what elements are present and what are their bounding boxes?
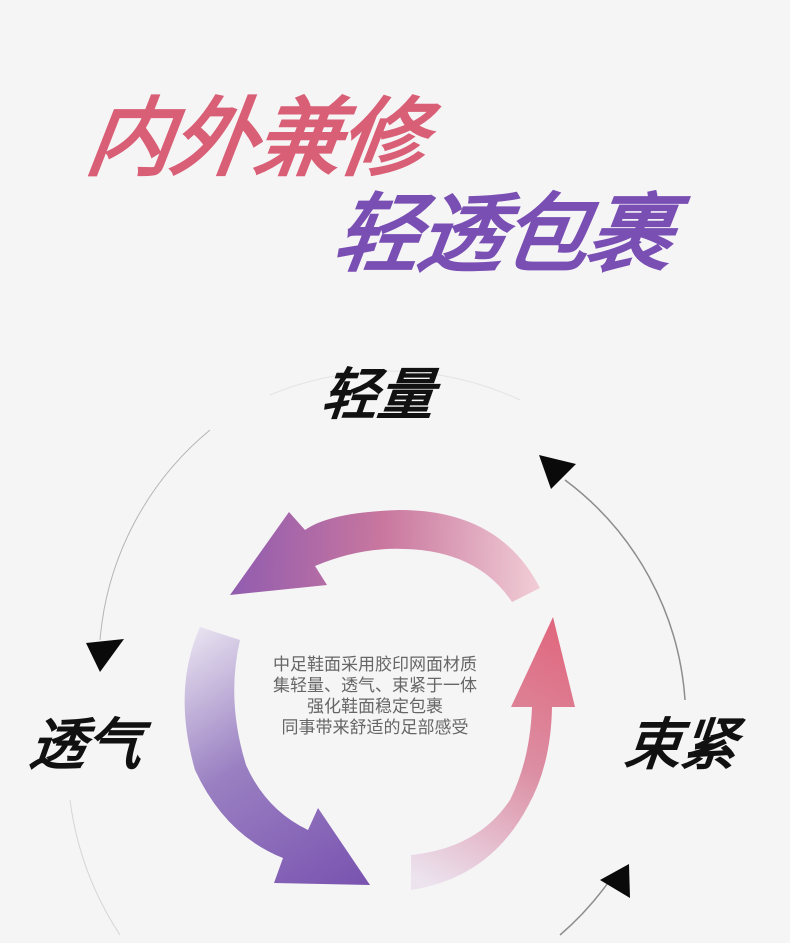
outer-arrow-left-icon — [86, 639, 124, 672]
outer-ring-arc-top — [269, 370, 521, 401]
description-text: 中足鞋面采用胶印网面材质 集轻量、透气、束紧于一体 强化鞋面稳定包裹 同事带来舒… — [230, 655, 520, 739]
outer-arrow-bottom-right-icon — [600, 864, 630, 898]
feature-label-breathable: 透气 — [26, 713, 146, 778]
description-line: 中足鞋面采用胶印网面材质 — [273, 655, 477, 675]
outer-ring-arc-left — [99, 429, 211, 641]
description-line: 同事带来舒适的足部感受 — [281, 718, 469, 738]
outer-ring-arc-bottom — [559, 879, 611, 936]
cycle-arrow-right — [411, 617, 575, 890]
outer-ring-arc-right — [564, 479, 686, 701]
cycle-arrow-left — [184, 627, 370, 885]
outer-ring-arc-bottom-left — [69, 799, 121, 936]
feature-label-tight: 束紧 — [621, 713, 741, 778]
description-line: 强化鞋面稳定包裹 — [307, 697, 443, 717]
feature-label-lightweight: 轻量 — [318, 363, 438, 428]
outer-arrow-top-right-icon — [539, 455, 576, 489]
description-line: 集轻量、透气、束紧于一体 — [273, 676, 477, 696]
cycle-arrow-top — [230, 510, 540, 602]
